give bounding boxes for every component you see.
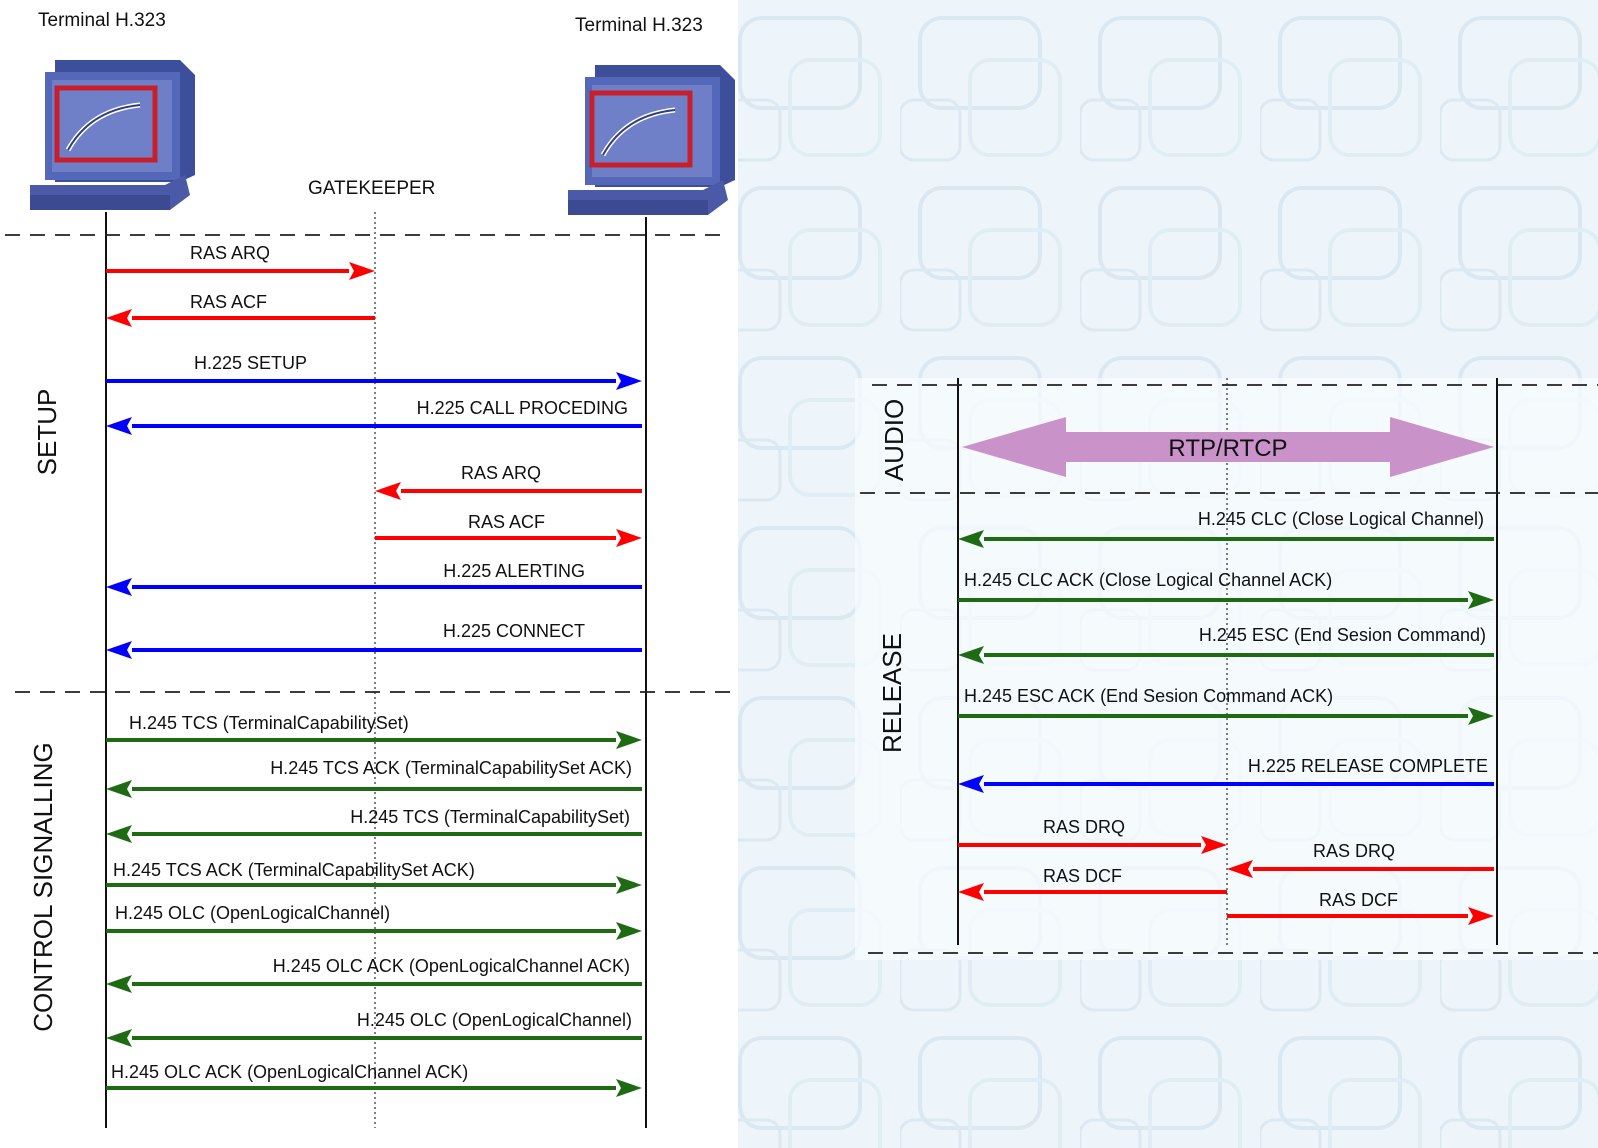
message-arrowhead [375, 482, 401, 500]
message-arrow: H.245 ESC ACK (End Sesion Command ACK) [958, 686, 1494, 725]
message-arrow: RAS ARQ [106, 243, 375, 280]
message-arrowhead [958, 883, 984, 901]
message-label: RAS DCF [1319, 890, 1398, 910]
message-arrowhead [106, 825, 132, 843]
message-label: H.245 TCS (TerminalCapabilitySet) [350, 807, 630, 827]
message-arrow: H.245 ESC (End Sesion Command) [958, 625, 1494, 664]
message-label: H.245 TCS ACK (TerminalCapabilitySet ACK… [270, 758, 632, 778]
message-arrowhead [616, 922, 642, 940]
message-arrowhead [106, 417, 132, 435]
message-label: RAS ARQ [190, 243, 270, 263]
message-label: RAS DRQ [1043, 817, 1125, 837]
message-arrow: H.245 TCS (TerminalCapabilitySet) [106, 713, 642, 749]
message-arrow: H.225 SETUP [106, 353, 642, 390]
message-arrow: H.245 TCS (TerminalCapabilitySet) [106, 807, 642, 843]
message-arrow: RAS DCF [958, 866, 1227, 901]
rtp-rtcp-arrow [962, 417, 1494, 477]
message-arrowhead [616, 1079, 642, 1097]
message-label: RAS ACF [190, 292, 267, 312]
message-arrow: H.245 OLC (OpenLogicalChannel) [106, 1010, 642, 1047]
message-arrowhead [106, 975, 132, 993]
message-label: RAS DCF [1043, 866, 1122, 886]
message-arrow: RAS ACF [106, 292, 375, 327]
message-label: H.245 TCS ACK (TerminalCapabilitySet ACK… [113, 860, 475, 880]
message-arrow: H.225 RELEASE COMPLETE [958, 756, 1494, 793]
messages-left: RAS ARQ RAS ACF H.225 SETUP H.225 CALL PROC… [106, 243, 642, 1097]
message-label: H.245 CLC (Close Logical Channel) [1198, 509, 1484, 529]
message-arrow: RAS DCF [1227, 890, 1494, 925]
message-label: H.245 OLC ACK (OpenLogicalChannel ACK) [111, 1062, 468, 1082]
message-arrow: RAS DRQ [1227, 841, 1494, 878]
message-arrow: H.245 CLC ACK (Close Logical Channel ACK… [958, 570, 1494, 609]
message-arrowhead [1227, 860, 1253, 878]
message-arrowhead [1468, 591, 1494, 609]
message-label: H.225 ALERTING [443, 561, 585, 581]
message-label: H.245 ESC (End Sesion Command) [1199, 625, 1486, 645]
phase-label-control: CONTROL SIGNALLING [28, 742, 58, 1031]
message-label: H.245 ESC ACK (End Sesion Command ACK) [964, 686, 1333, 706]
gatekeeper-label: GATEKEEPER [308, 178, 435, 199]
message-arrow: H.245 TCS ACK (TerminalCapabilitySet ACK… [106, 758, 642, 798]
terminal-left-label: Terminal H.323 [38, 10, 166, 31]
message-arrow: H.225 ALERTING [106, 561, 642, 596]
terminal-left-icon [30, 60, 195, 210]
message-arrowhead [106, 780, 132, 798]
message-label: H.225 CONNECT [443, 621, 585, 641]
message-arrow: H.245 OLC ACK (OpenLogicalChannel ACK) [106, 956, 642, 993]
message-arrowhead [958, 646, 984, 664]
message-label: H.245 OLC (OpenLogicalChannel) [115, 903, 390, 923]
message-label: H.225 RELEASE COMPLETE [1248, 756, 1488, 776]
message-label: RAS ACF [468, 512, 545, 532]
message-arrowhead [1468, 707, 1494, 725]
message-arrowhead [616, 731, 642, 749]
message-arrow: H.245 CLC (Close Logical Channel) [958, 509, 1494, 548]
message-label: H.245 OLC ACK (OpenLogicalChannel ACK) [273, 956, 630, 976]
message-arrowhead [1468, 907, 1494, 925]
message-arrowhead [616, 372, 642, 390]
message-arrowhead [958, 775, 984, 793]
message-label: H.225 CALL PROCEDING [417, 398, 628, 418]
message-arrow: H.245 TCS ACK (TerminalCapabilitySet ACK… [106, 860, 642, 894]
message-label: H.245 TCS (TerminalCapabilitySet) [129, 713, 409, 733]
message-arrowhead [106, 641, 132, 659]
message-arrowhead [106, 578, 132, 596]
message-arrow: RAS ACF [375, 512, 642, 547]
message-arrowhead [106, 309, 132, 327]
messages-right: H.245 CLC (Close Logical Channel) H.245 C… [958, 509, 1494, 925]
phase-label-release: RELEASE [877, 633, 907, 753]
message-label: H.245 CLC ACK (Close Logical Channel ACK… [964, 570, 1332, 590]
message-arrowhead [958, 530, 984, 548]
terminal-right-icon [568, 65, 735, 215]
message-arrow: H.245 OLC ACK (OpenLogicalChannel ACK) [106, 1062, 642, 1097]
message-label: RAS DRQ [1313, 841, 1395, 861]
message-label: H.245 OLC (OpenLogicalChannel) [357, 1010, 632, 1030]
message-arrowhead [616, 876, 642, 894]
terminal-right-label: Terminal H.323 [575, 15, 703, 36]
message-arrow: H.225 CALL PROCEDING [106, 398, 642, 435]
phase-label-audio: AUDIO [879, 399, 909, 481]
rtp-rtcp-label: RTP/RTCP [1168, 435, 1287, 462]
message-arrowhead [349, 262, 375, 280]
message-arrowhead [106, 1029, 132, 1047]
phase-label-setup: SETUP [32, 389, 62, 476]
message-arrowhead [1201, 836, 1227, 854]
message-arrow: RAS ARQ [375, 463, 642, 500]
message-arrow: RAS DRQ [958, 817, 1227, 854]
message-label: H.225 SETUP [194, 353, 307, 373]
message-arrowhead [616, 529, 642, 547]
message-label: RAS ARQ [461, 463, 541, 483]
message-arrow: H.225 CONNECT [106, 621, 642, 659]
message-arrow: H.245 OLC (OpenLogicalChannel) [106, 903, 642, 940]
